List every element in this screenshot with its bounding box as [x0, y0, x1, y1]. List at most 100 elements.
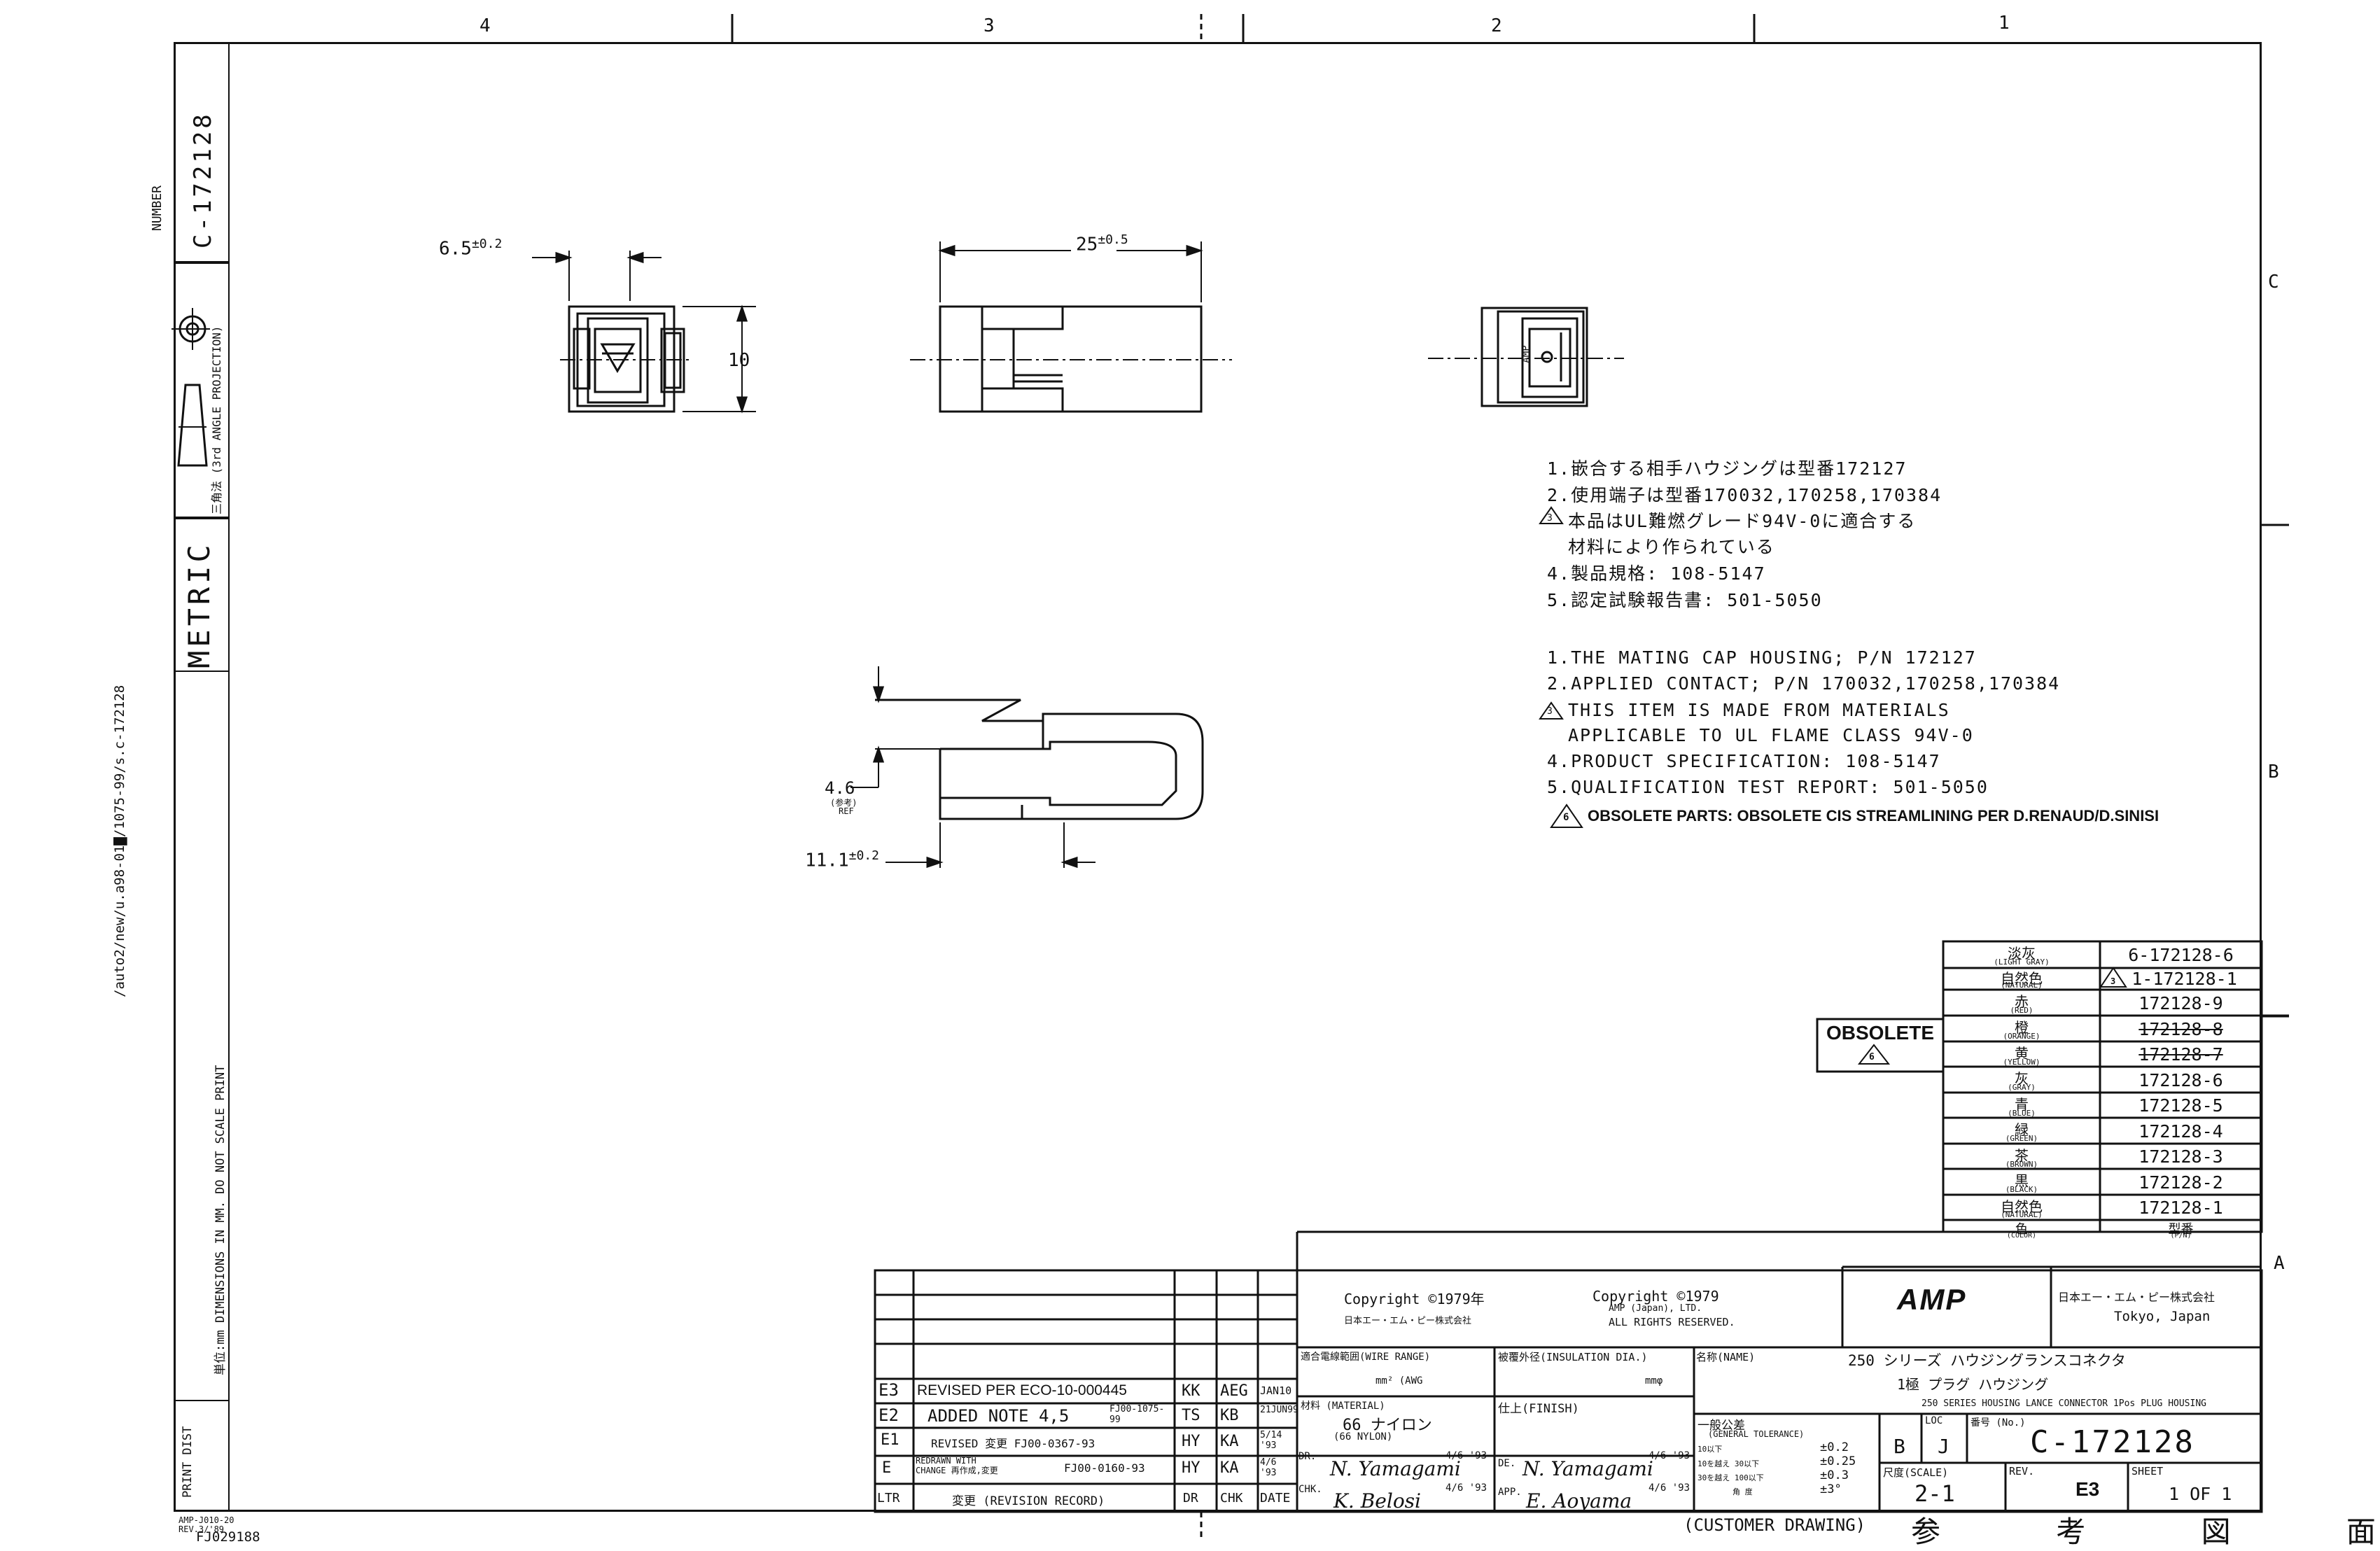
material-value-en: (66 NYLON) [1334, 1431, 1393, 1443]
scale-label: 尺度(SCALE) [1883, 1466, 1949, 1479]
de-label: DE. [1498, 1458, 1516, 1469]
print-dist-label: PRINT DIST [181, 1426, 195, 1498]
scale-value: 2-1 [1914, 1480, 1955, 1507]
rev-date: JAN10 [1260, 1384, 1292, 1397]
part-number: 172128-6 [2138, 1070, 2223, 1090]
zone-right-b: B [2268, 762, 2279, 782]
note-en-5: 5.QUALIFICATION TEST REPORT: 501-5050 [1547, 777, 1989, 797]
number-label: NUMBER [150, 185, 164, 231]
tolerance-range: 30を越え 100以下 [1698, 1473, 1764, 1482]
drawing-size: B [1893, 1435, 1905, 1458]
color-en: (LIGHT GRAY) [1994, 957, 2050, 967]
end-view-amp-mark: AMP [1520, 345, 1532, 363]
company-jp: 日本エー・エム・ピー株式会社 [2058, 1291, 2216, 1304]
note-jp-3-flag: 3 [1547, 513, 1553, 524]
metric-label: METRIC [182, 541, 216, 668]
front-width-dim: 6.5±0.2 [439, 237, 502, 260]
note-en-1: 1.THE MATING CAP HOUSING; P/N 172127 [1547, 647, 1977, 668]
app-signature: E. Aoyama [1526, 1489, 1632, 1513]
color-jp: 淡灰 [2008, 945, 2036, 962]
dr-signature: N. Yamagami [1330, 1457, 1461, 1480]
rev-chk: KA [1220, 1433, 1239, 1450]
company-city: Tokyo, Japan [2114, 1309, 2211, 1324]
zone-top-4: 4 [479, 15, 491, 36]
pn-header-en: (P/N) [2170, 1232, 2192, 1240]
side-length-value: 25 [1076, 234, 1098, 255]
color-en: (RED) [2010, 1006, 2033, 1015]
color-header-jp: 色 [2015, 1222, 2028, 1237]
color-jp: 青 [2015, 1096, 2029, 1113]
zone-right-a: A [2274, 1253, 2285, 1274]
file-path-mark: ▇ [112, 837, 127, 845]
chk-label: CHK. [1298, 1484, 1322, 1495]
lance-length-dim: 11.1±0.2 [805, 848, 879, 871]
material-label: 材料 (MATERIAL) [1301, 1401, 1385, 1412]
obsolete-label: OBSOLETE [1826, 1022, 1934, 1044]
metric-box [174, 518, 230, 672]
app-date: 4/6 '93 [1648, 1482, 1690, 1494]
rev-label: REV. [2009, 1465, 2035, 1478]
note-en-5-num: 5. [1547, 777, 1572, 797]
number-box [174, 42, 230, 262]
rev-header-desc: 変更 (REVISION RECORD) [952, 1494, 1105, 1508]
note-jp-1: 1.嵌合する相手ハウジングは型番172127 [1547, 455, 1907, 480]
note-en-1-num: 1. [1547, 647, 1572, 668]
rev-ref: FJ00-1075-99 [1110, 1404, 1165, 1425]
color-en: (BLACK) [2005, 1185, 2038, 1194]
part-number: 172128-3 [2138, 1146, 2223, 1167]
rev-date: 21JUN99 [1260, 1405, 1298, 1415]
rev-header-dr: DR [1183, 1491, 1198, 1506]
rev-desc: REVISED 変更 FJ00-0367-93 [931, 1437, 1096, 1450]
part-number-obsolete: 172128-8 [2138, 1019, 2223, 1039]
note-en-4-num: 4. [1547, 751, 1572, 771]
drawing-number: C-172128 [2030, 1424, 2195, 1460]
part-number: 172128-9 [2138, 993, 2223, 1013]
color-en: (NATURAL) [2001, 1210, 2043, 1219]
material-value: 66 ナイロン [1343, 1417, 1432, 1434]
color-jp: 黄 [2015, 1045, 2029, 1062]
color-header-en: (COLOR) [2006, 1232, 2037, 1240]
color-en: (GRAY) [2008, 1083, 2036, 1092]
amp-logo: AMP [1897, 1283, 1967, 1316]
end-view [1428, 307, 1624, 407]
note-jp-1-num: 1. [1547, 458, 1572, 479]
zone-right-c: C [2268, 272, 2279, 293]
file-path-head: /auto2/new/u.a98-01 [112, 845, 127, 997]
note-jp-4-text: 製品規格: 108-5147 [1571, 563, 1766, 584]
vertical-drawing-number: C-172128 [189, 111, 217, 248]
note-jp-5-text: 認定試験報告書: 501-5050 [1571, 590, 1823, 610]
finish-label: 仕上(FINISH) [1498, 1402, 1579, 1416]
tolerance-value: ±3° [1820, 1482, 1842, 1496]
reference-drawing-jp: 参 考 図 面 [1911, 1515, 2380, 1549]
rev-ltr: E3 [878, 1380, 899, 1400]
rev-dr: TS [1182, 1407, 1200, 1424]
tolerance-value: ±0.25 [1820, 1454, 1856, 1468]
note-jp-2-text: 使用端子は型番170032,170258,170384 [1571, 485, 1942, 505]
color-en: (NATURAL) [2001, 981, 2043, 990]
side-view [910, 305, 1232, 413]
de-date: 4/6 '93 [1648, 1450, 1690, 1461]
note-en-2-num: 2. [1547, 673, 1572, 694]
note-en-4-text: PRODUCT SPECIFICATION: 108-5147 [1571, 751, 1941, 771]
name-label: 名称(NAME) [1696, 1351, 1756, 1363]
note-jp-4: 4.製品規格: 108-5147 [1547, 560, 1766, 585]
de-signature: N. Yamagami [1522, 1457, 1653, 1480]
front-height-dim: 10 [728, 350, 750, 371]
color-en: (YELLOW) [2003, 1058, 2040, 1067]
app-label: APP. [1498, 1487, 1522, 1498]
tolerance-value: ±0.2 [1820, 1440, 1849, 1454]
tolerance-title-en: (GENERAL TOLERANCE) [1708, 1429, 1805, 1439]
rev-ltr: E [882, 1459, 892, 1477]
part-number-obsolete: 172128-7 [2138, 1044, 2223, 1065]
color-en: (GREEN) [2005, 1134, 2038, 1143]
note-en-2-text: APPLIED CONTACT; P/N 170032,170258,17038… [1571, 673, 2061, 694]
rev-chk: KB [1220, 1407, 1239, 1424]
color-jp: 緑 [2015, 1121, 2029, 1138]
note-jp-2: 2.使用端子は型番170032,170258,170384 [1547, 482, 1942, 507]
rev-dr: KK [1182, 1382, 1200, 1400]
note-jp-3-cont: 材料により作られている [1568, 537, 1775, 557]
rev-dr: HY [1182, 1459, 1200, 1477]
tolerance-value: ±0.3 [1820, 1468, 1849, 1482]
lance-length-value: 11.1 [805, 850, 849, 871]
